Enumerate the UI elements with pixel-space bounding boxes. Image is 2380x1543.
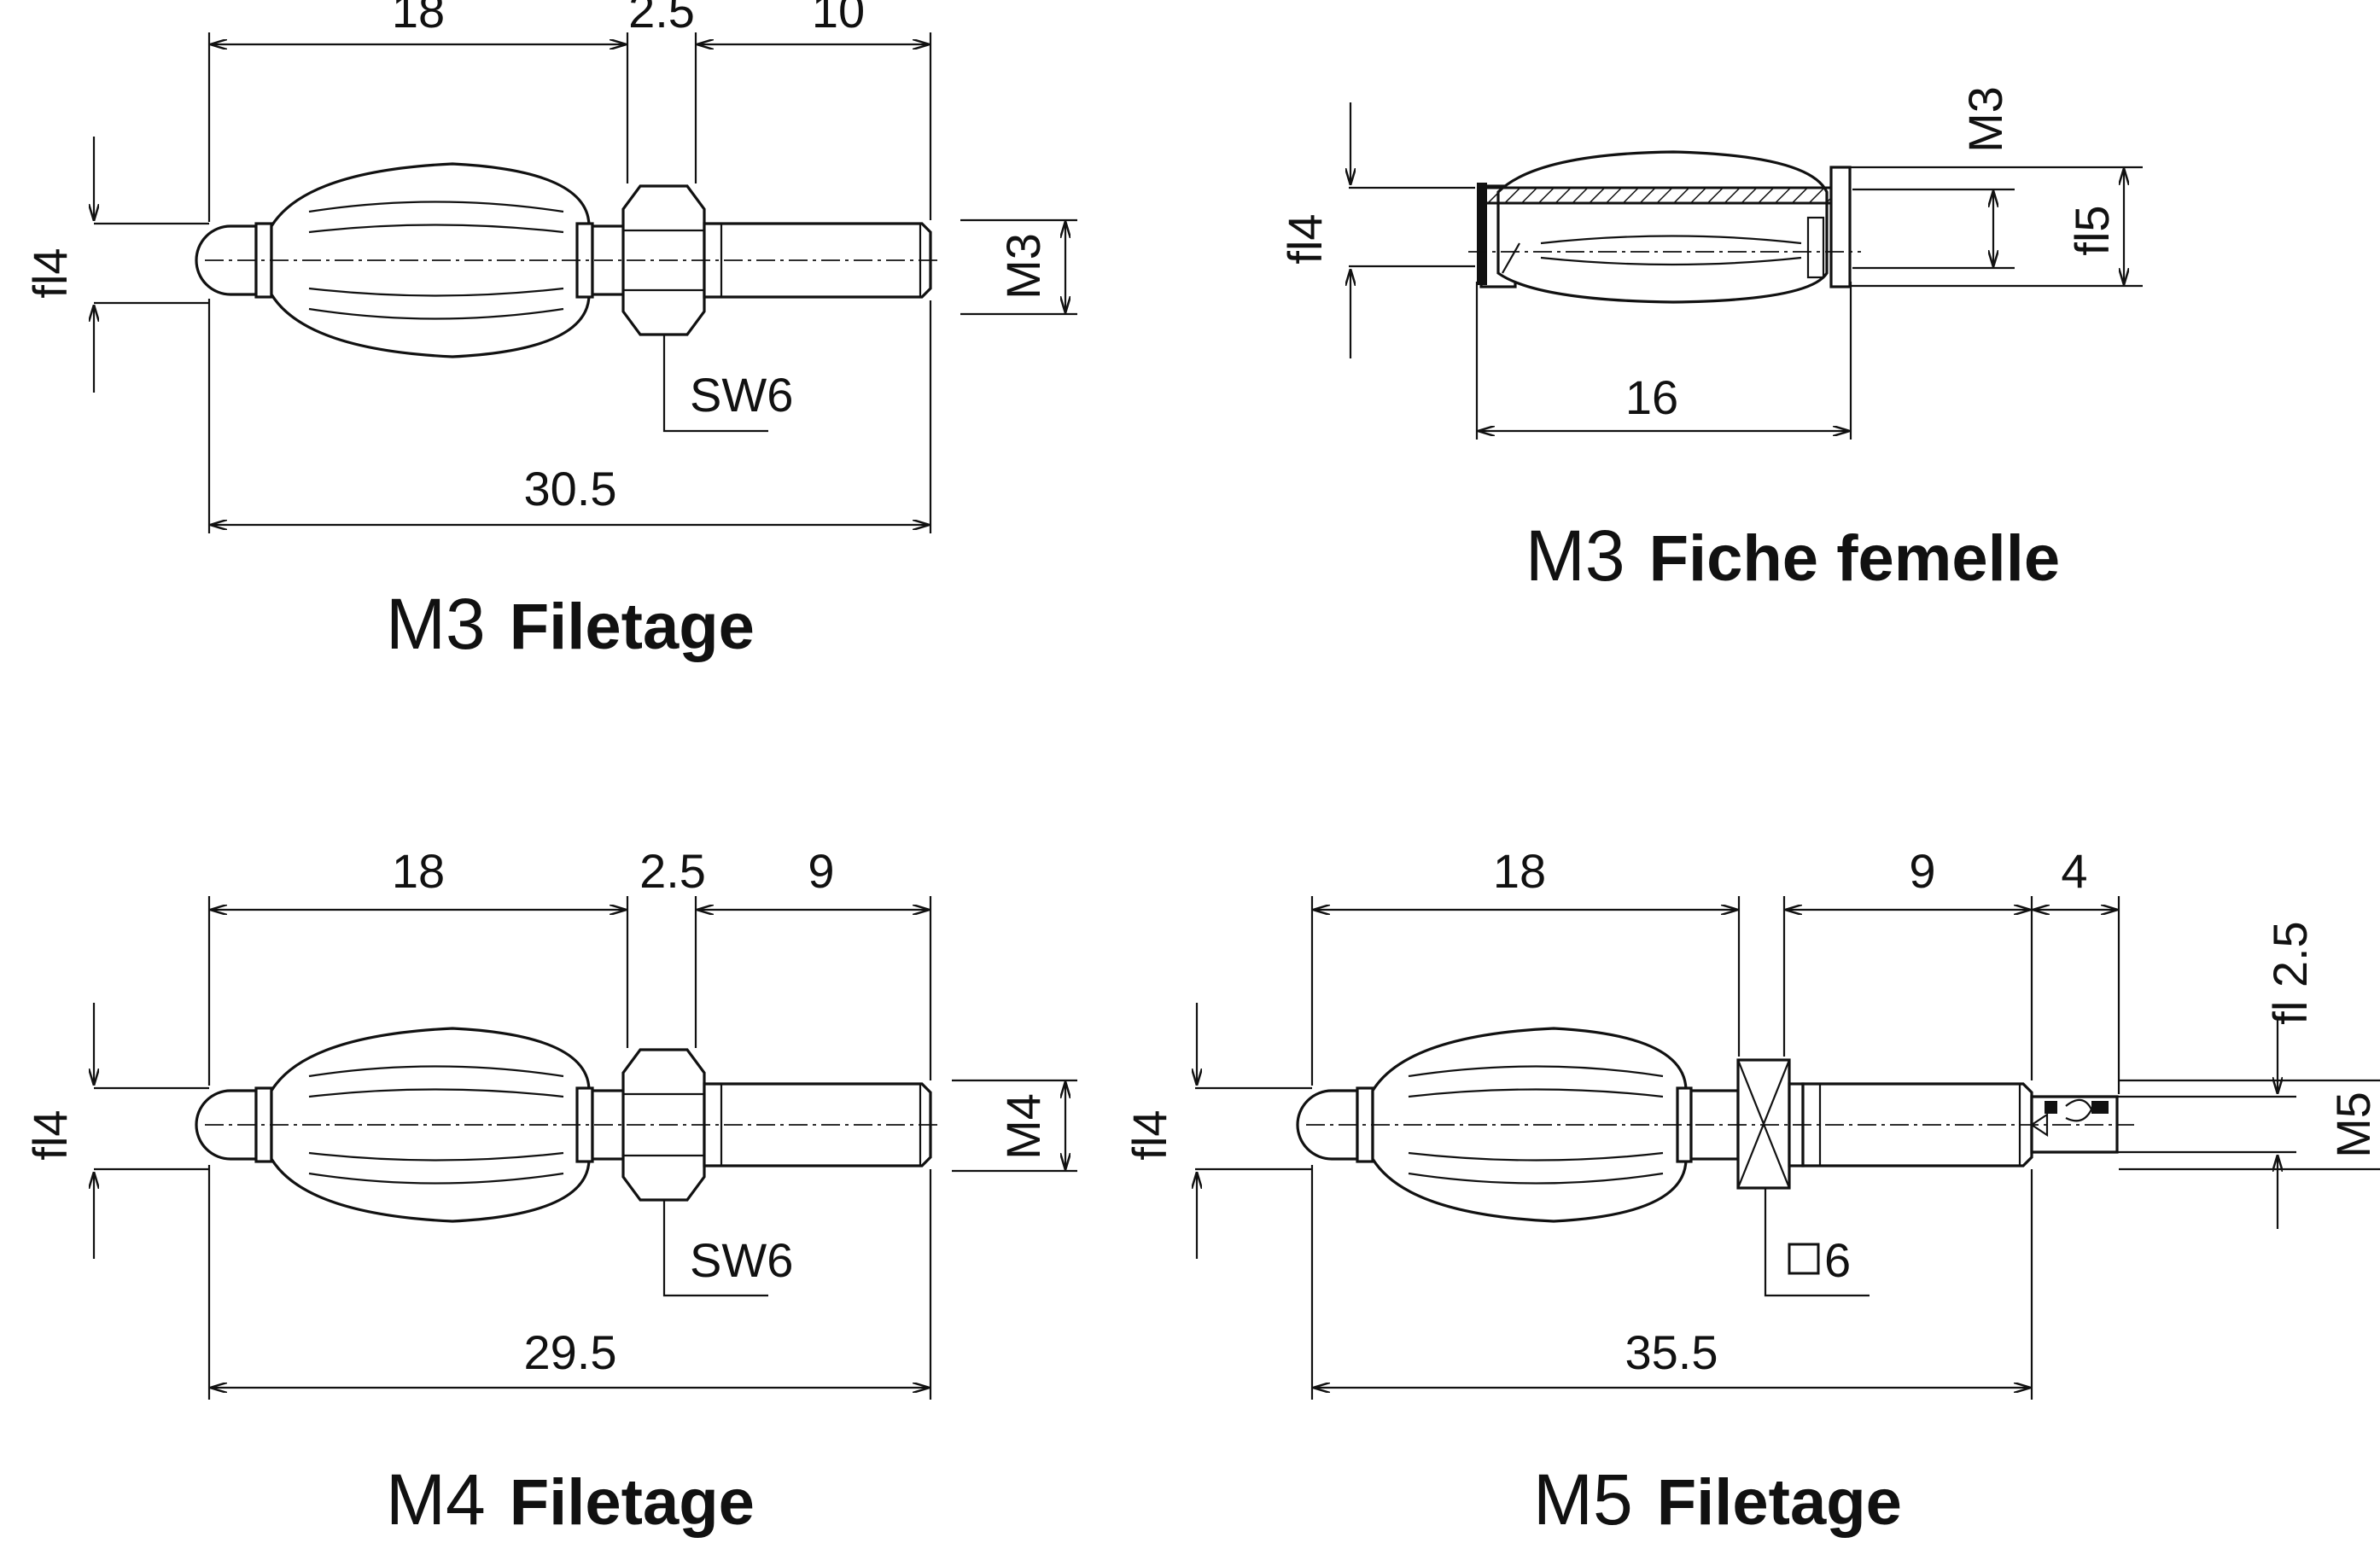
female-title-word: Fiche femelle bbox=[1649, 522, 2061, 595]
m4-dia-pin-label: fl4 bbox=[23, 1109, 77, 1160]
m5-dim-end-label: 4 bbox=[2061, 844, 2087, 898]
m5-dim-total-label: 35.5 bbox=[1625, 1325, 1718, 1379]
m4-dim-thread-label: 9 bbox=[808, 844, 834, 898]
female-dia-collar-label: fl5 bbox=[2065, 205, 2119, 255]
m4-dim-tip-label: 18 bbox=[392, 844, 445, 898]
m4-wrench-label: SW6 bbox=[690, 1233, 793, 1287]
female-dia-thread-label: M3 bbox=[1958, 86, 2012, 153]
m5-dim-thread-label: 9 bbox=[1909, 844, 1935, 898]
m3-dim-thread-label: 10 bbox=[812, 0, 865, 38]
m5-dim-tip-label: 18 bbox=[1493, 844, 1546, 898]
m4-dim-nut-label: 2.5 bbox=[639, 844, 706, 898]
m5-plug-body bbox=[1296, 1027, 2134, 1223]
m3-title: M3 Filetage bbox=[386, 584, 755, 664]
female-title: M3 Fiche femelle bbox=[1525, 515, 2060, 596]
m3-plug-body bbox=[195, 162, 939, 358]
m4-plug-body bbox=[195, 1027, 939, 1223]
m4-title-size: M4 bbox=[386, 1459, 486, 1540]
female-plug-body bbox=[1468, 150, 1861, 304]
m5-dia-hole-label: fl 2.5 bbox=[2263, 921, 2317, 1024]
m4-title-word: Filetage bbox=[510, 1466, 755, 1539]
m5-title-size: M5 bbox=[1533, 1459, 1633, 1540]
m4-dimensions bbox=[94, 896, 1077, 1400]
m3-dia-thread-label: M3 bbox=[996, 233, 1050, 300]
m5-title: M5 Filetage bbox=[1533, 1459, 1902, 1540]
m3-dimensions bbox=[94, 32, 1077, 533]
female-dim-length-label: 16 bbox=[1625, 370, 1678, 424]
m4-title: M4 Filetage bbox=[386, 1459, 755, 1540]
m3-dim-total-label: 30.5 bbox=[524, 462, 617, 515]
female-dimensions bbox=[1349, 102, 2143, 440]
m3-wrench-label: SW6 bbox=[690, 368, 793, 422]
female-title-size: M3 bbox=[1525, 515, 1625, 596]
m3-dia-pin-label: fl4 bbox=[23, 247, 77, 298]
m5-dimensions bbox=[1195, 896, 2380, 1400]
m3-dim-nut-label: 2.5 bbox=[628, 0, 695, 38]
m4-dia-thread-label: M4 bbox=[996, 1093, 1050, 1160]
square-icon bbox=[1788, 1243, 1820, 1275]
m3-title-size: M3 bbox=[386, 584, 486, 664]
m5-square-label: 6 bbox=[1824, 1233, 1851, 1287]
m5-dia-pin-label: fl4 bbox=[1123, 1109, 1176, 1160]
m5-title-word: Filetage bbox=[1657, 1466, 1902, 1539]
m5-dia-thread-label: M5 bbox=[2326, 1092, 2380, 1158]
m4-dim-total-label: 29.5 bbox=[524, 1325, 617, 1379]
female-dia-pin-label: fl4 bbox=[1278, 213, 1332, 264]
m3-title-word: Filetage bbox=[510, 591, 755, 663]
m3-dim-tip-label: 18 bbox=[392, 0, 445, 38]
